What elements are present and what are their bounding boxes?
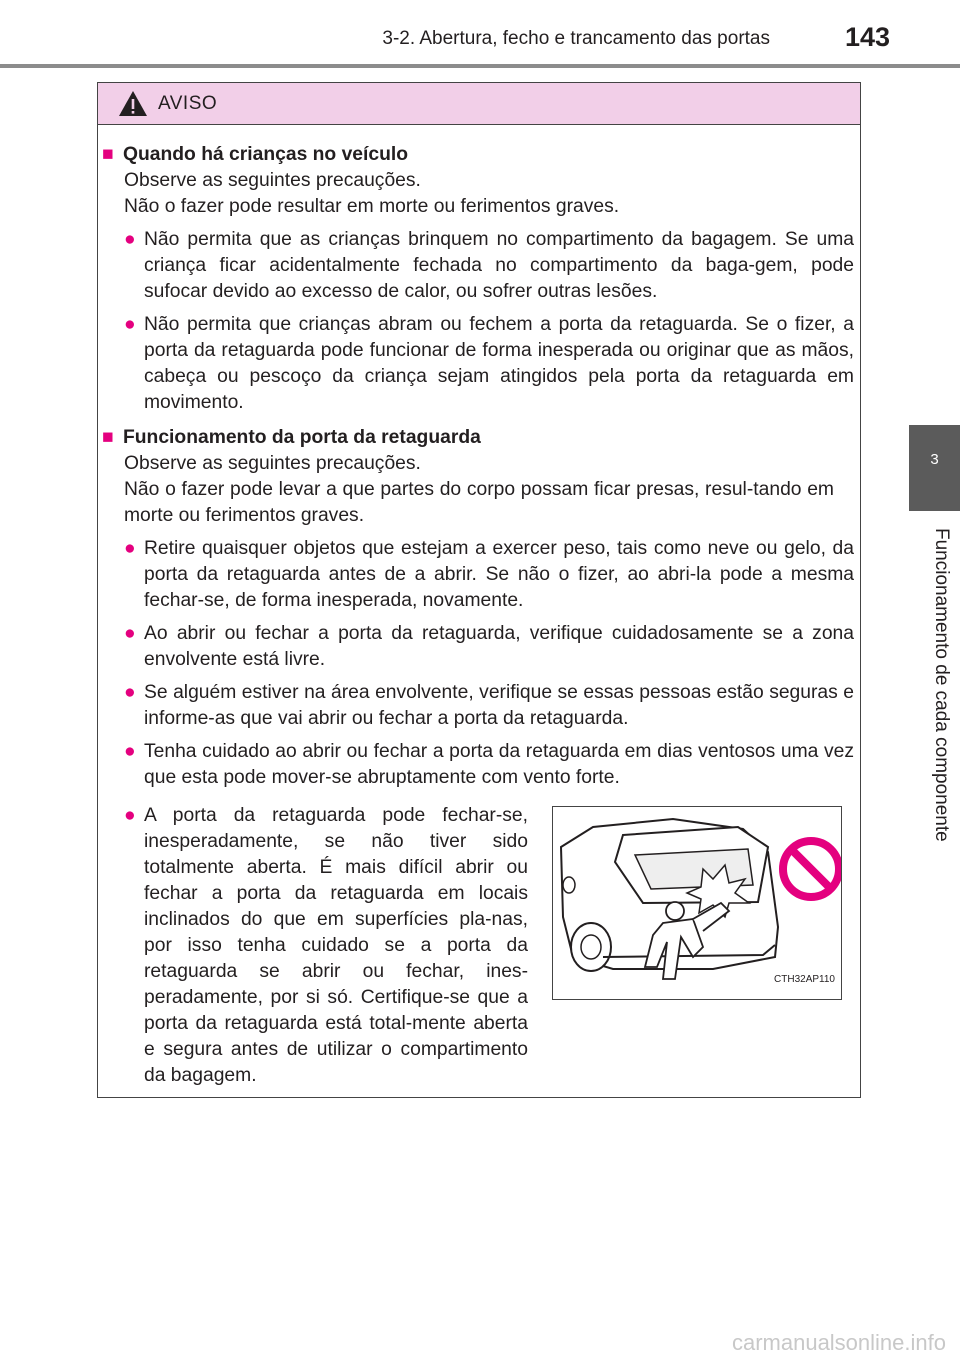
warning-content: ■ Quando há crianças no veículo Observe … <box>98 125 860 1089</box>
warning-triangle-icon <box>119 91 147 116</box>
page-number: 143 <box>844 22 890 52</box>
chapter-title: Funcionamento de cada componente <box>931 528 952 842</box>
watermark: carmanualsonline.info <box>731 1330 946 1355</box>
list-item: ● Não permita que as crianças brinquem n… <box>102 227 854 305</box>
intro-text: Não o fazer pode resultar em morte ou fe… <box>124 196 620 217</box>
illustration-tailgate: CTH32AP110 <box>552 806 842 1000</box>
warning-label: AVISO <box>158 92 218 114</box>
circle-bullet-icon: ● <box>124 314 136 335</box>
section-title: 3-2. Abertura, fecho e trancamento das p… <box>382 28 770 49</box>
square-bullet-icon: ■ <box>102 427 114 448</box>
section-heading: ■ Quando há crianças no veículo <box>102 142 854 168</box>
last-item-row: ● A porta da retaguarda pode fechar-se, … <box>102 803 854 1089</box>
section-heading: ■ Funcionamento da porta da retaguarda <box>102 425 854 451</box>
circle-bullet-icon: ● <box>124 538 136 559</box>
circle-bullet-icon: ● <box>124 229 136 250</box>
circle-bullet-icon: ● <box>124 805 136 826</box>
circle-bullet-icon: ● <box>124 682 136 703</box>
list-item: ● Tenha cuidado ao abrir ou fechar a por… <box>102 739 854 791</box>
intro-text: Observe as seguintes precauções. <box>124 170 421 191</box>
car-tailgate-illustration <box>559 817 841 980</box>
circle-bullet-icon: ● <box>124 623 136 644</box>
list-item: ● Retire quaisquer objetos que estejam a… <box>102 536 854 614</box>
warning-header: AVISO <box>98 83 860 125</box>
list-item: ● Se alguém estiver na área envolvente, … <box>102 680 854 732</box>
list-item: ● Não permita que crianças abram ou fech… <box>102 312 854 416</box>
intro-text: Não o fazer pode levar a que partes do c… <box>124 479 834 526</box>
circle-bullet-icon: ● <box>124 741 136 762</box>
list-item: ● A porta da retaguarda pode fechar-se, … <box>102 803 528 1089</box>
warning-box: AVISO ■ Quando há crianças no veículo Ob… <box>97 82 861 1098</box>
illustration-code: CTH32AP110 <box>774 974 835 985</box>
chapter-tab: 3 <box>909 425 960 511</box>
header-rule <box>0 64 960 68</box>
intro-text: Observe as seguintes precauções. <box>124 453 421 474</box>
square-bullet-icon: ■ <box>102 144 114 165</box>
list-item: ● Ao abrir ou fechar a porta da retaguar… <box>102 621 854 673</box>
